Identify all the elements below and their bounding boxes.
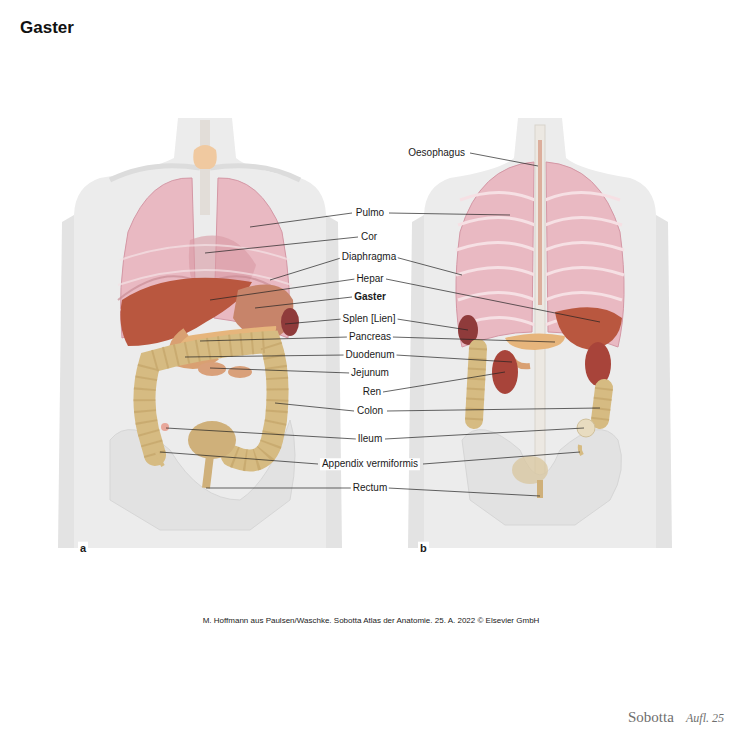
arm xyxy=(656,215,672,548)
colon xyxy=(144,342,277,460)
leader-lines xyxy=(160,153,600,496)
edition-mark: Aufl. 25 xyxy=(684,712,726,726)
oesophagus xyxy=(538,140,542,305)
figure-back xyxy=(408,118,672,548)
organ-label: Appendix vermiformis xyxy=(320,458,420,470)
organ-label: Ileum xyxy=(356,433,384,445)
leader-line xyxy=(470,153,538,166)
organ-label: Hepar xyxy=(354,273,385,285)
ileum xyxy=(161,423,169,431)
leader-line xyxy=(210,368,350,373)
organ-label: Colon xyxy=(355,405,385,417)
organ-label: Gaster xyxy=(352,291,388,303)
organ-label: Splen [Lien] xyxy=(341,313,398,325)
leader-line xyxy=(383,372,505,392)
rectum xyxy=(537,480,543,498)
organ-label: Pancreas xyxy=(347,331,393,343)
publisher-mark: Sobotta xyxy=(626,709,676,726)
organ-label: Oesophagus xyxy=(406,147,467,159)
sigmoid-colon xyxy=(512,456,548,484)
colon-haustra xyxy=(144,342,277,460)
sigmoid-colon xyxy=(188,421,236,459)
organ-label: Rectum xyxy=(351,482,389,494)
liver xyxy=(555,307,622,350)
organ-label: Pulmo xyxy=(354,207,386,219)
thyroid xyxy=(193,145,217,169)
leader-line xyxy=(210,279,600,322)
figure-title: Gaster xyxy=(20,18,74,38)
arm xyxy=(326,215,342,548)
colon xyxy=(600,388,604,420)
organ-label: Ren xyxy=(361,386,383,398)
leader-line xyxy=(275,403,600,411)
organ-label: Jejunum xyxy=(349,367,391,379)
figure-front xyxy=(58,118,342,548)
leader-line xyxy=(205,237,358,253)
arm xyxy=(408,215,424,548)
appendix xyxy=(157,452,163,466)
rectum xyxy=(206,455,210,488)
body-silhouette xyxy=(74,118,326,548)
organ-label: Diaphragma xyxy=(340,251,398,263)
panel-letter: a xyxy=(78,542,88,555)
jejunum xyxy=(228,366,252,378)
organ-label: Cor xyxy=(359,231,379,243)
organ-label: Duodenum xyxy=(344,349,397,361)
arm xyxy=(58,215,74,548)
figure-caption: M. Hoffmann aus Paulsen/Waschke. Sobotta… xyxy=(203,616,540,625)
body-silhouette xyxy=(424,118,656,548)
spleen xyxy=(281,308,299,336)
kidney xyxy=(585,342,611,386)
jejunum xyxy=(198,362,226,376)
appendix xyxy=(580,445,582,455)
leader-line xyxy=(255,297,352,308)
panel-letter: b xyxy=(418,542,429,555)
pelvis xyxy=(462,430,622,525)
